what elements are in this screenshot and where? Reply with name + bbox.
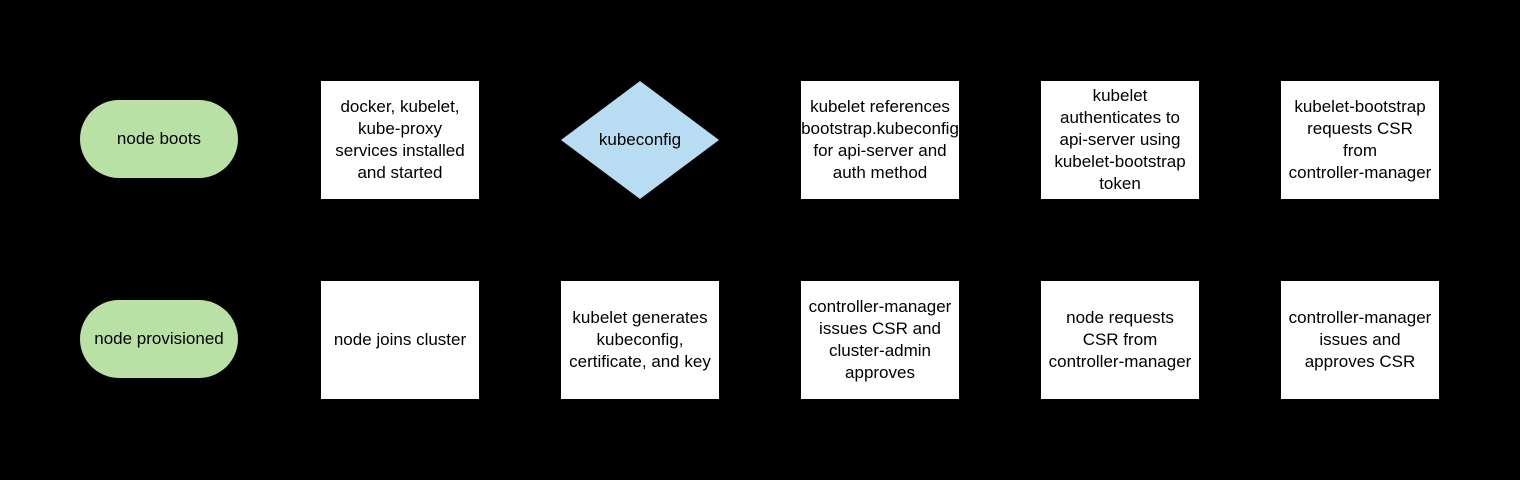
node-label: docker, kubelet, kube-proxy services ins… <box>335 97 465 182</box>
process-node-kubelet-generates-kubeconfig: kubelet generates kubeconfig, certificat… <box>561 281 719 399</box>
process-node-node-requests-csr: node requests CSR from controller-manage… <box>1041 281 1199 399</box>
process-node-node-joins-cluster: node joins cluster <box>321 281 479 399</box>
node-label: node provisioned <box>94 329 224 348</box>
node-label: kubelet references bootstrap.kubeconfig … <box>801 97 959 182</box>
node-label: node boots <box>116 129 202 148</box>
terminal-node-node-provisioned: node provisioned <box>80 300 238 378</box>
node-label: kubelet authenticates to api-server usin… <box>1054 86 1186 193</box>
node-label: kubeconfig <box>598 130 682 149</box>
node-label: kubelet generates kubeconfig, certificat… <box>569 308 711 371</box>
process-node-kubelet-authenticates: kubelet authenticates to api-server usin… <box>1041 81 1199 199</box>
node-label: controller-manager issues CSR and cluste… <box>808 297 952 382</box>
process-node-controller-manager-approves-csr: controller-manager issues and approves C… <box>1281 281 1439 399</box>
process-node-kubelet-references-bootstrap: kubelet references bootstrap.kubeconfig … <box>801 81 959 199</box>
node-label: node requests CSR from controller-manage… <box>1048 308 1192 371</box>
process-node-services-installed: docker, kubelet, kube-proxy services ins… <box>321 81 479 199</box>
decision-node-kubeconfig: kubeconfig <box>561 81 719 199</box>
process-node-controller-manager-issues-csr: controller-manager issues CSR and cluste… <box>801 281 959 399</box>
node-label: kubelet-bootstrap requests CSR from cont… <box>1288 97 1432 182</box>
node-label: controller-manager issues and approves C… <box>1288 308 1432 371</box>
terminal-node-node-boots: node boots <box>80 100 238 178</box>
process-node-kubelet-bootstrap-requests-csr: kubelet-bootstrap requests CSR from cont… <box>1281 81 1439 199</box>
node-label: node joins cluster <box>333 330 467 349</box>
